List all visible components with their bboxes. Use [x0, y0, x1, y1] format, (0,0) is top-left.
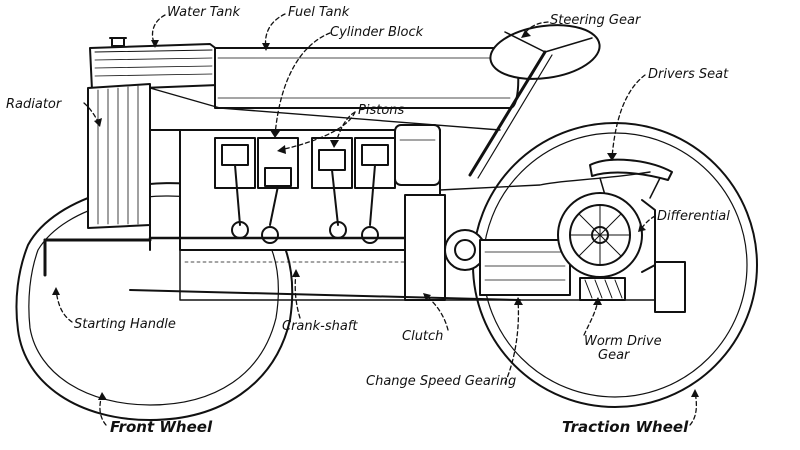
label-front-wheel: Front Wheel	[110, 418, 213, 436]
radiator	[87, 83, 151, 229]
carburettor	[394, 124, 441, 186]
worm-drive-gear	[579, 261, 686, 313]
drivers-seat	[589, 158, 673, 199]
label-clutch: Clutch	[402, 329, 444, 344]
arrowheads	[52, 30, 699, 400]
frame-and-starting-handle	[43, 129, 651, 301]
clutch-and-gearbox	[404, 194, 681, 301]
label-drivers-seat: Drivers Seat	[648, 67, 729, 82]
label-traction-wheel: Traction Wheel	[562, 418, 689, 436]
differential	[557, 192, 656, 278]
label-water-tank: Water Tank	[167, 5, 240, 20]
front-wheel	[15, 182, 294, 421]
water-tank	[89, 37, 219, 91]
label-steering-gear: Steering Gear	[550, 13, 641, 28]
label-differential: Differential	[657, 209, 730, 224]
label-worm-drive-2: Gear	[598, 348, 630, 363]
label-starting-handle: Starting Handle	[74, 317, 176, 332]
label-fuel-tank: Fuel Tank	[288, 5, 350, 20]
label-pistons: Pistons	[358, 103, 405, 118]
steering-gear	[468, 24, 601, 179]
label-crank-shaft: Crank-shaft	[282, 319, 358, 334]
label-worm-drive-1: Worm Drive	[584, 334, 662, 349]
label-change-speed-gearing: Change Speed Gearing	[366, 374, 517, 389]
label-cylinder-block: Cylinder Block	[330, 25, 424, 40]
engine-block	[148, 129, 442, 301]
label-radiator: Radiator	[6, 97, 62, 112]
